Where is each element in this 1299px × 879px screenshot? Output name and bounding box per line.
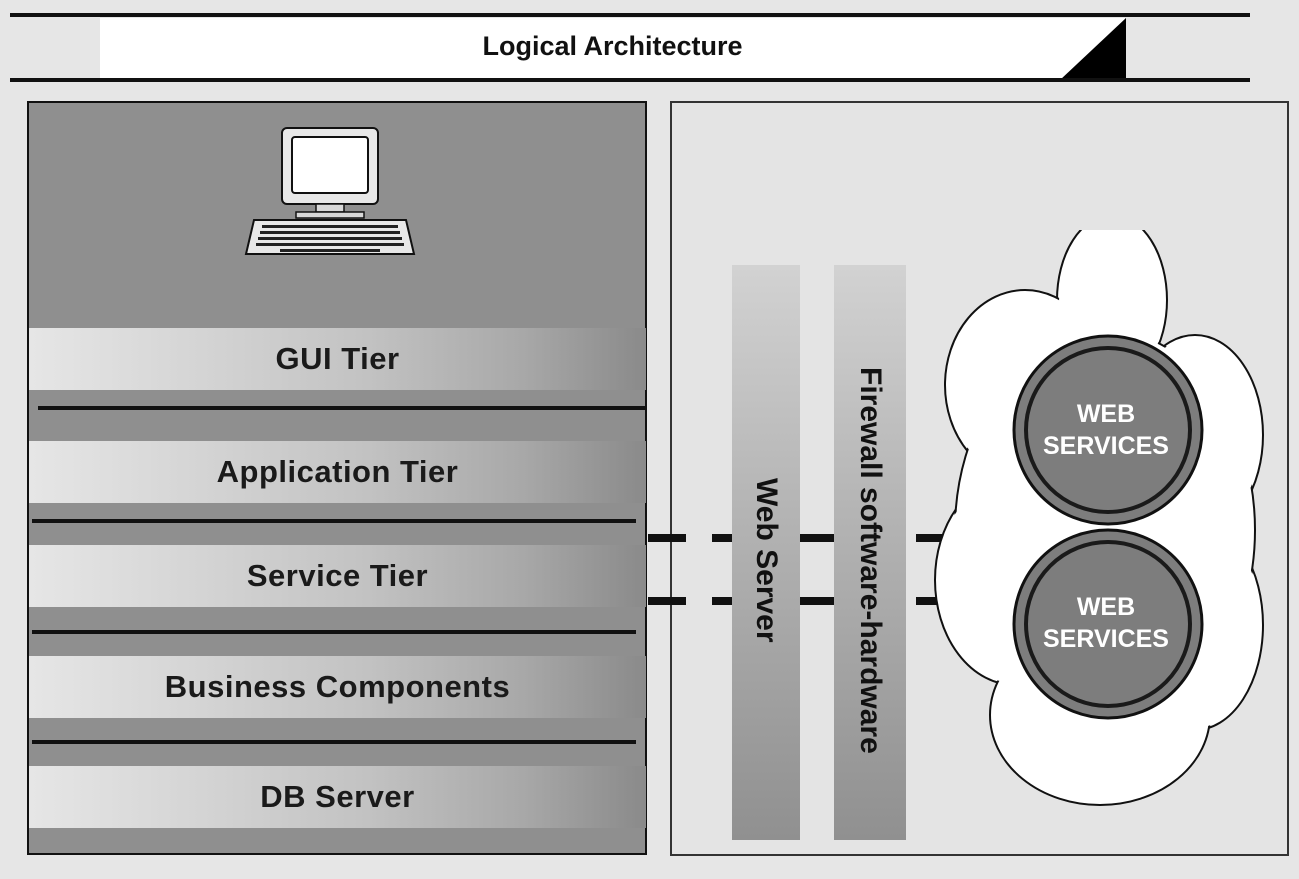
title-rule-top [10,13,1250,17]
connector-dash [800,597,834,605]
tier-db-server: DB Server [29,766,646,828]
connector-dash [712,534,740,542]
tier-divider [32,740,636,744]
connector-dash [800,534,834,542]
tier-business-components: Business Components [29,656,646,718]
diagram-title: Logical Architecture [482,31,743,61]
firewall-label: Firewall software-hardware [854,366,887,754]
web-server-bar [732,265,800,840]
tier-service: Service Tier [29,545,646,607]
connector-dash [648,534,686,542]
tier-gui: GUI Tier [29,328,646,390]
tier-divider [38,406,646,410]
web-service-disc [1012,528,1204,720]
web-server-label: Web Server [750,477,783,643]
tier-divider [32,630,636,634]
connector-dash [916,597,946,605]
tier-divider [32,519,636,523]
cloud-icon [934,230,1264,806]
web-service-label: WEB SERVICES [1043,593,1169,653]
firewall-bar [834,265,906,840]
tier-application: Application Tier [29,441,646,503]
keyboard-icon [244,219,416,255]
connector-dash [648,597,686,605]
web-service-label: WEB SERVICES [1043,400,1169,460]
web-service-disc [1012,334,1204,526]
title-banner [100,18,1125,80]
connector-dash [916,534,946,542]
connector-dash [712,597,740,605]
title-rule-bottom [10,78,1250,82]
computer-icon [244,127,416,255]
